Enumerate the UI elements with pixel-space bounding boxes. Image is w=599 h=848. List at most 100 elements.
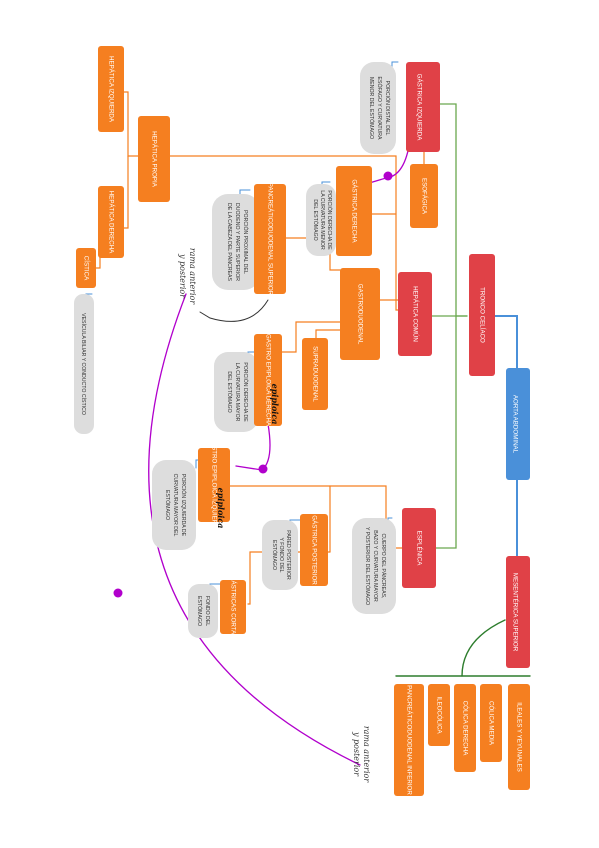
- node-gastrica-izquierda[interactable]: GÁSTRICA IZQUIERDA: [406, 62, 440, 152]
- svg-text:CURVATURA MAYOR DEL: CURVATURA MAYOR DEL: [172, 474, 178, 537]
- svg-text:rama anterior: rama anterior: [188, 248, 197, 306]
- node-label: GÁSTRICAS CORTAS: [229, 576, 236, 639]
- node-label: AORTA ABDOMINAL: [511, 395, 518, 454]
- svg-text:rama anterior: rama anterior: [362, 726, 371, 784]
- node-colica-derecha[interactable]: CÓLICA DERECHA: [454, 684, 476, 772]
- node-pancreaticoduodenal-inferior[interactable]: PANCREÁTICODUODENAL INFERIOR: [394, 684, 424, 796]
- node-label: CÍSTICA: [82, 256, 89, 281]
- svg-text:ESTÓMAGO: ESTÓMAGO: [196, 596, 203, 626]
- svg-text:LA CURVATURA MENOR: LA CURVATURA MENOR: [319, 190, 325, 250]
- node-label: HEPÁTICA PROPIA: [150, 131, 157, 188]
- node-label: SUPRADUODENAL: [311, 346, 318, 402]
- svg-text:PORCIÓN DERECHA DE: PORCIÓN DERECHA DE: [326, 190, 333, 250]
- node-hepatica-derecha[interactable]: HEPÁTICA DERECHA: [98, 186, 124, 258]
- node-label: MESENTÉRICA SUPERIOR: [511, 573, 518, 652]
- node-label: GÁSTRICA DERECHA: [350, 179, 357, 243]
- note-cloud: [360, 62, 396, 154]
- node-supraduodenal[interactable]: SUPRADUODENAL: [302, 338, 328, 410]
- node-label: GASTRO EPIPLOICA IZQUIERDA: [210, 437, 217, 533]
- node-label: ESOFÁGICA: [420, 178, 427, 215]
- nodes: AORTA ABDOMINAL TRONCO CELÍACO GÁSTRICA …: [76, 46, 530, 796]
- svg-text:MENOR DEL ESTÓMAGO: MENOR DEL ESTÓMAGO: [368, 77, 375, 139]
- svg-text:DEL ESTÓMAGO: DEL ESTÓMAGO: [226, 371, 233, 412]
- node-label: CÓLICA DERECHA: [461, 701, 468, 757]
- node-label: PANCREÁTICODUODENAL SUPERIOR: [266, 183, 273, 296]
- note-gastrica-derecha: PORCIÓN DERECHA DE LA CURVATURA MENOR DE…: [312, 190, 333, 250]
- node-hepatica-izquierda[interactable]: HEPÁTICA IZQUIERDA: [98, 46, 124, 132]
- svg-text:BAZO Y CURVATURA MAYOR: BAZO Y CURVATURA MAYOR: [372, 530, 378, 602]
- node-hepatica-propia[interactable]: HEPÁTICA PROPIA: [138, 116, 170, 202]
- anastomosis-dot: [383, 171, 393, 181]
- handwritten-epiploica-1: epiploica: [270, 384, 280, 425]
- node-gastrica-derecha[interactable]: GÁSTRICA DERECHA: [336, 166, 372, 256]
- node-gastrica-posterior[interactable]: GÁSTRICA POSTERIOR: [300, 514, 328, 586]
- svg-text:y posterior: y posterior: [352, 731, 361, 777]
- tronco-to-gastrica-izq-line: [439, 103, 468, 317]
- node-label: ESPLÉNICA: [415, 531, 422, 567]
- note-cloud: [212, 194, 260, 290]
- node-label: TRONCO CELÍACO: [478, 287, 485, 343]
- svg-text:Y POSTERIOR DEL ESTÓMAGO: Y POSTERIOR DEL ESTÓMAGO: [364, 527, 371, 605]
- node-label: GASTRO EPIPLOICA DERECHA: [264, 334, 271, 427]
- note-cloud: [306, 184, 336, 256]
- node-label: PANCREÁTICODUODENAL INFERIOR: [405, 685, 412, 795]
- svg-text:Y FONDO DEL: Y FONDO DEL: [278, 537, 284, 572]
- anastomosis-pancreaticoduodenales: [148, 293, 361, 766]
- handwritten-rama-2: rama anterior y posterior: [352, 726, 371, 784]
- node-cistica[interactable]: CÍSTICA: [76, 248, 96, 288]
- node-esofagica[interactable]: ESOFÁGICA: [410, 164, 438, 228]
- node-esplenica[interactable]: ESPLÉNICA: [402, 508, 436, 588]
- note-esplenica: CUERPO DEL PÁNCREAS, BAZO Y CURVATURA MA…: [364, 527, 387, 605]
- anastomosis-dot: [113, 588, 123, 598]
- propia-to-hep-der-line: [123, 155, 129, 229]
- note-cloud: [262, 520, 298, 590]
- node-mesenterica-superior[interactable]: MESENTÉRICA SUPERIOR: [506, 556, 530, 668]
- node-gastricas-cortas[interactable]: GÁSTRICAS CORTAS: [220, 576, 246, 639]
- svg-text:ESÓFAGO Y CURVATURA: ESÓFAGO Y CURVATURA: [376, 77, 383, 140]
- node-label: HEPÁTICA IZQUIERDA: [107, 56, 114, 123]
- svg-text:PORCIÓN DERECHA DE: PORCIÓN DERECHA DE: [242, 362, 249, 422]
- node-label: HEPÁTICA COMÚN: [411, 286, 418, 342]
- node-tronco-celiaco[interactable]: TRONCO CELÍACO: [469, 254, 495, 376]
- anastomosis-dot: [258, 464, 268, 474]
- node-colica-media[interactable]: CÓLICA MEDIA: [480, 684, 502, 762]
- note-cloud: [74, 294, 94, 434]
- node-pancreaticoduodenal-superior[interactable]: PANCREÁTICODUODENAL SUPERIOR: [254, 183, 286, 296]
- svg-text:DEL ESTÓMAGO: DEL ESTÓMAGO: [312, 199, 319, 240]
- node-label: HEPÁTICA DERECHA: [107, 191, 114, 254]
- svg-text:PORCIÓN PROXIMAL DEL: PORCIÓN PROXIMAL DEL: [242, 210, 249, 274]
- mesenterica-to-branches-line: [461, 619, 506, 677]
- note-clouds: [74, 62, 396, 638]
- hepatica-comun-to-propia-line: [169, 155, 399, 311]
- svg-text:CUERPO DEL PÁNCREAS,: CUERPO DEL PÁNCREAS,: [380, 534, 387, 599]
- svg-text:FONDO DEL: FONDO DEL: [204, 596, 210, 626]
- node-ileales-yeyunales[interactable]: ILEALES Y YEYUNALES: [508, 684, 530, 790]
- svg-text:PORCIÓN DISTAL DEL: PORCIÓN DISTAL DEL: [384, 81, 391, 136]
- note-gastroepiploica-derecha: PORCIÓN DERECHA DE LA CURVATURA MAYOR DE…: [226, 362, 249, 422]
- node-gastroepiploica-derecha[interactable]: GASTRO EPIPLOICA DERECHA: [254, 334, 282, 427]
- svg-text:PARED POSTERIOR: PARED POSTERIOR: [285, 530, 291, 580]
- node-ileocolica[interactable]: ILEOCÓLICA: [428, 684, 450, 746]
- svg-text:y posterior: y posterior: [178, 253, 187, 299]
- note-gastrica-posterior: PARED POSTERIOR Y FONDO DEL ESTÓMAGO: [271, 530, 291, 580]
- node-gastroepiploica-izquierda[interactable]: GASTRO EPIPLOICA IZQUIERDA: [198, 437, 230, 534]
- node-label: GASTRODUODENAL: [356, 284, 363, 345]
- svg-text:LA CURVATURA MAYOR: LA CURVATURA MAYOR: [234, 363, 240, 422]
- node-label: GÁSTRICA IZQUIERDA: [415, 74, 422, 142]
- note-gastricas-cortas: FONDO DEL ESTÓMAGO: [196, 596, 210, 626]
- aorta-to-tronco-line: [494, 315, 518, 369]
- note-cistica: VESÍCULA BILIAR Y CONDUCTO CÍSTICO: [80, 313, 87, 415]
- svg-text:ESTÓMAGO: ESTÓMAGO: [271, 540, 278, 570]
- note-pancreaticoduodenal-superior: PORCIÓN PROXIMAL DEL DUODENO Y PARTE SUP…: [226, 203, 249, 282]
- node-label: ILEALES Y YEYUNALES: [515, 702, 522, 771]
- svg-text:VESÍCULA BILIAR Y CONDUCTO CÍS: VESÍCULA BILIAR Y CONDUCTO CÍSTICO: [80, 313, 87, 415]
- node-aorta-abdominal[interactable]: AORTA ABDOMINAL: [506, 368, 530, 480]
- node-hepatica-comun[interactable]: HEPÁTICA COMÚN: [398, 272, 432, 356]
- node-gastroduodenal[interactable]: GASTRODUODENAL: [340, 268, 380, 360]
- node-label: CÓLICA MEDIA: [487, 701, 494, 746]
- handwritten-rama-1: rama anterior y posterior: [178, 248, 197, 306]
- rama-arrow-1: [199, 299, 269, 322]
- tronco-to-esplenica-line: [435, 315, 457, 549]
- propia-to-hep-izq-line: [123, 91, 139, 157]
